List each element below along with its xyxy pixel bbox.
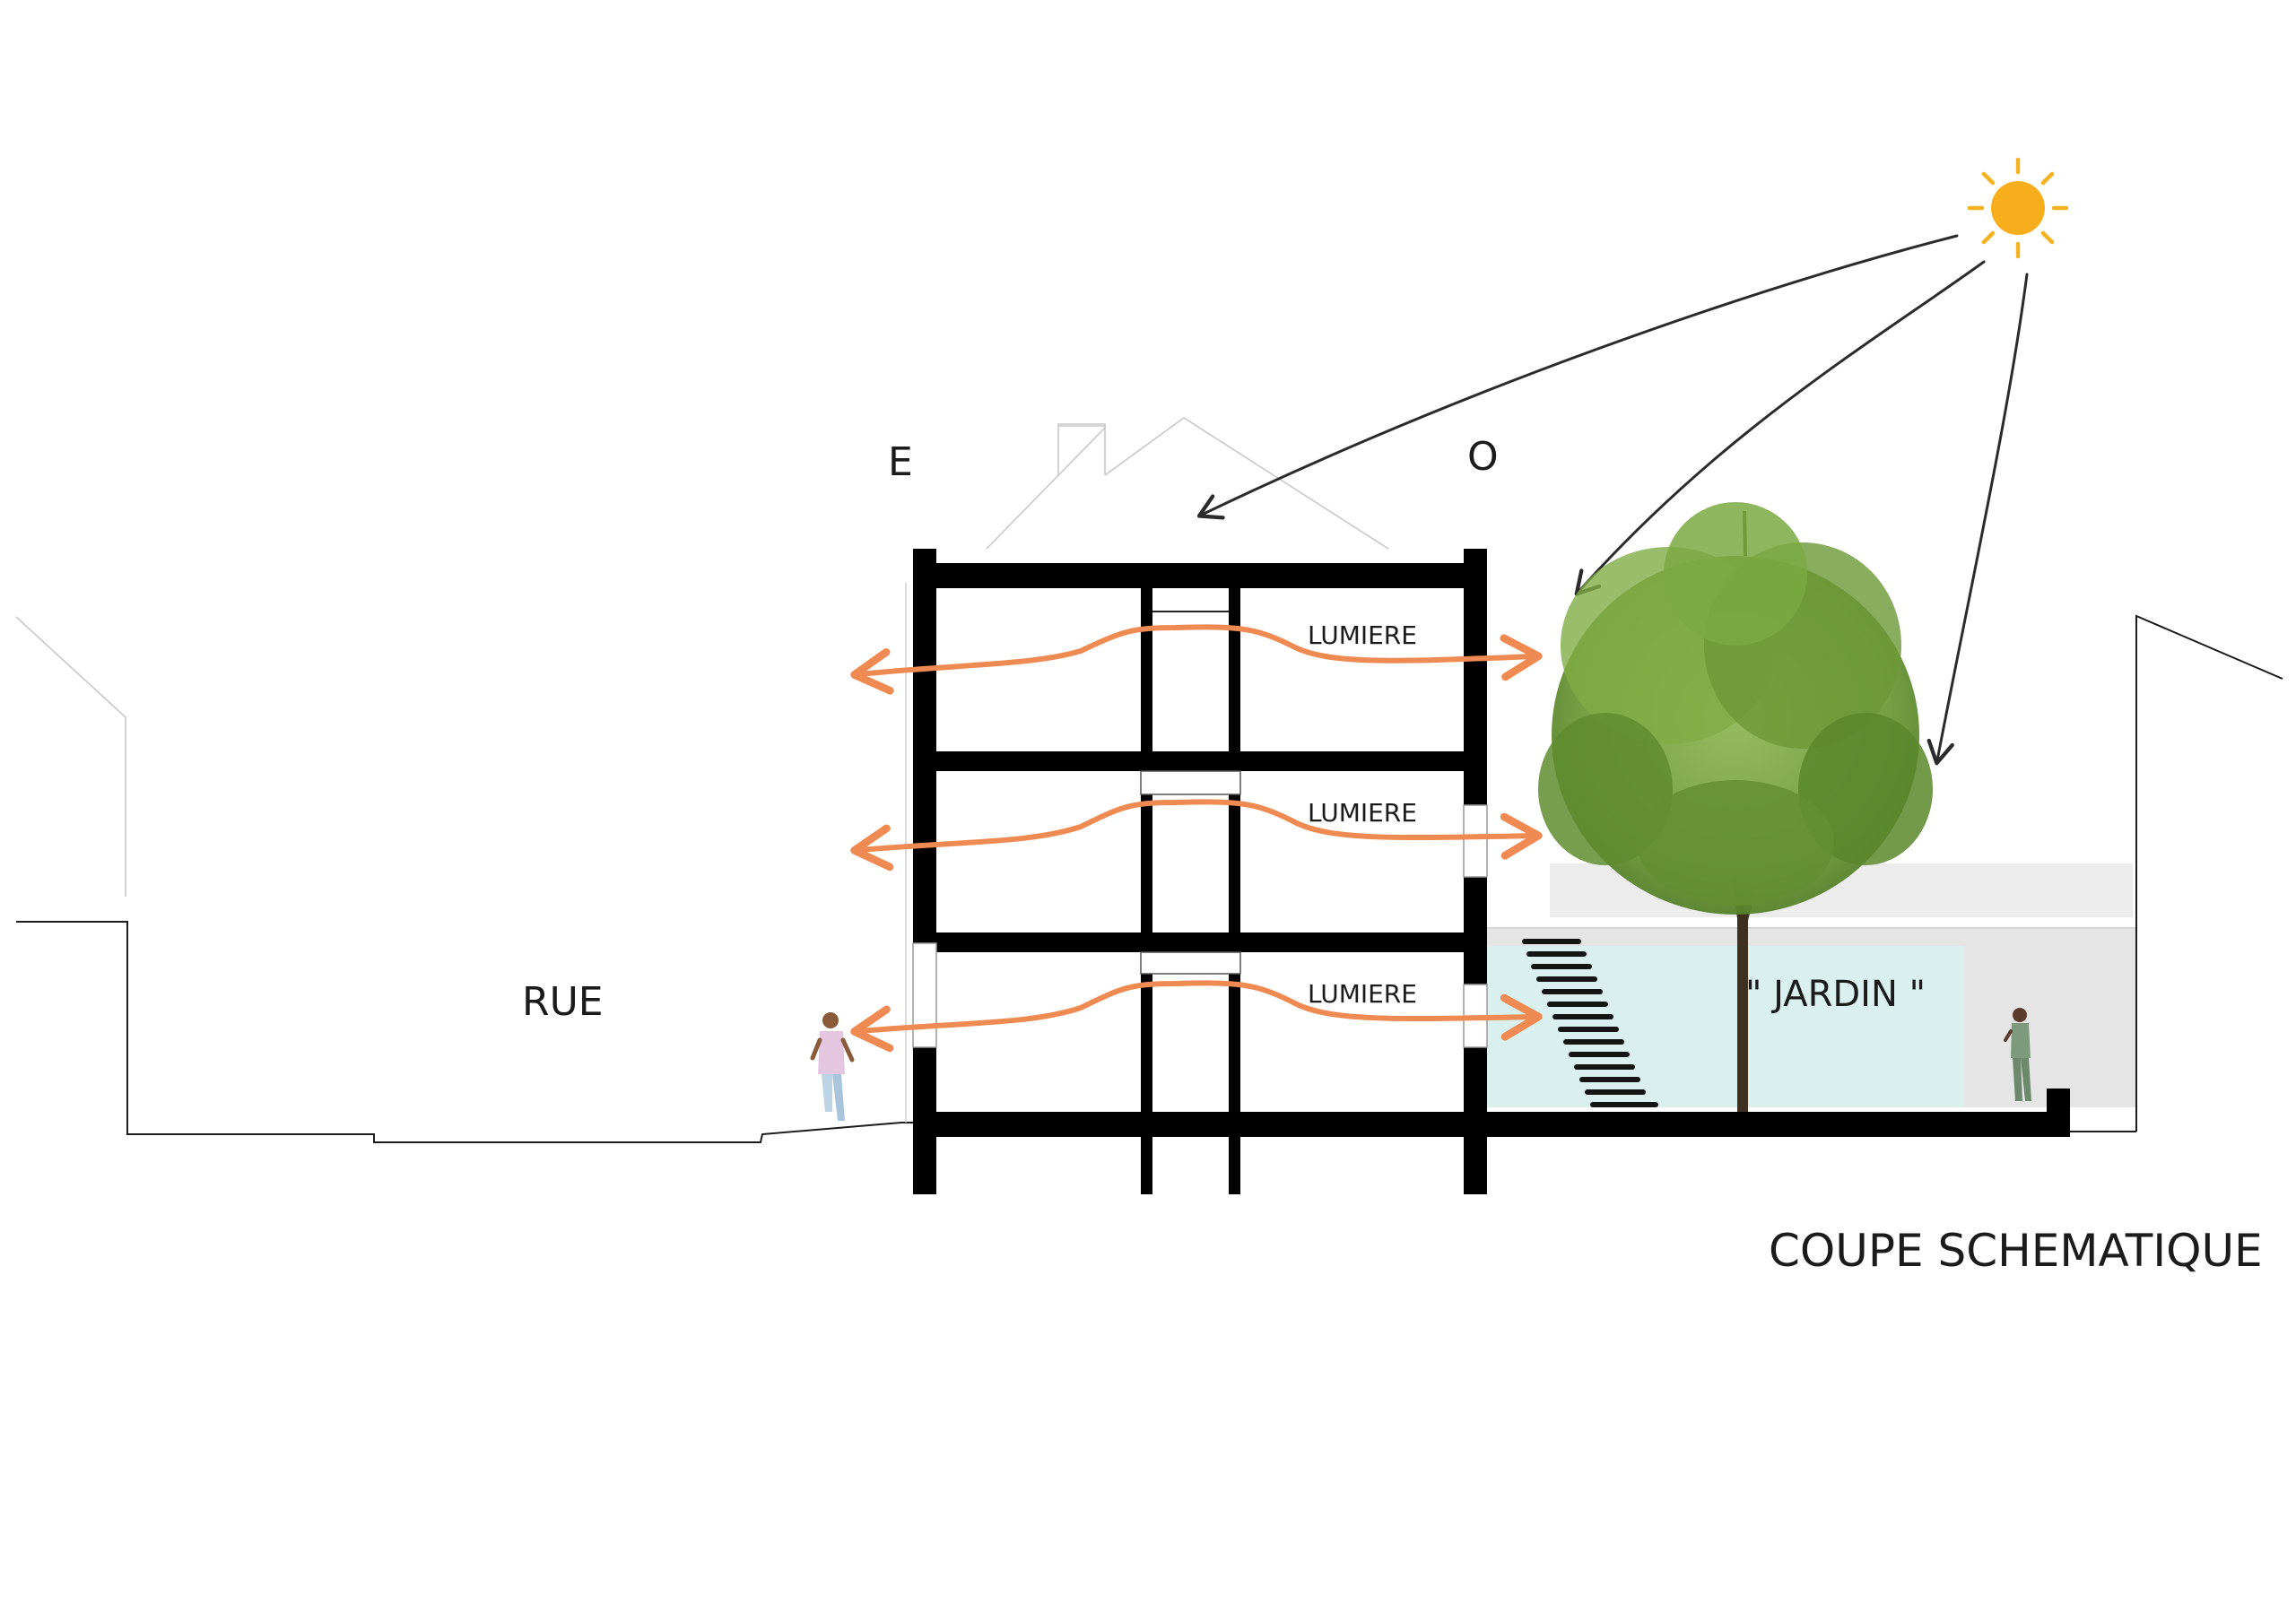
left-neighbour-outline	[15, 616, 917, 1143]
roof-slab	[913, 563, 1487, 588]
floor-slab-2	[913, 932, 1487, 952]
street-label: RUE	[522, 979, 604, 1025]
person-garden-icon	[2004, 1008, 2031, 1101]
light-label-floor-2: LUMIERE	[1308, 798, 1417, 828]
garden-pool	[1487, 946, 1964, 1107]
sun-arrow-tree	[1574, 260, 1986, 596]
sun-arrow-roof	[1196, 234, 1959, 520]
east-wall-bottom	[913, 1047, 936, 1194]
right-neighbour-outline	[2069, 614, 2283, 1132]
orientation-east-label: E	[888, 439, 913, 485]
floor-slab-3	[913, 751, 1487, 771]
ground-slab	[913, 1112, 2070, 1137]
diagram-title: COUPE SCHEMATIQUE	[1769, 1225, 2263, 1277]
column-right	[1229, 588, 1240, 1194]
garden	[1484, 863, 2135, 1107]
light-flow-arrows	[850, 624, 1543, 1053]
garden-wall-end	[2047, 1089, 2070, 1135]
west-wall-top	[1464, 549, 1487, 805]
tree-icon	[1538, 502, 1933, 1112]
column-left	[1141, 588, 1152, 1194]
sun-icon	[1967, 157, 2069, 259]
light-label-floor-1: LUMIERE	[1308, 979, 1417, 1009]
background-roof-outline	[986, 417, 1389, 550]
sun-direction-arrows	[1196, 234, 2029, 766]
light-arrow-floor-2	[850, 799, 1543, 872]
sun-arrow-garden	[1926, 273, 2029, 766]
light-arrow-floor-1	[850, 980, 1543, 1053]
east-wall-top	[913, 549, 936, 943]
west-wall-mid	[1464, 877, 1487, 984]
light-label-floor-3: LUMIERE	[1308, 620, 1417, 650]
west-wall-bottom	[1464, 1047, 1487, 1194]
light-arrow-floor-3	[850, 624, 1543, 695]
person-street-icon	[810, 1012, 855, 1121]
garden-label: " JARDIN "	[1745, 974, 1926, 1015]
orientation-west-label: O	[1467, 434, 1499, 480]
stair-icon	[1522, 939, 1658, 1107]
